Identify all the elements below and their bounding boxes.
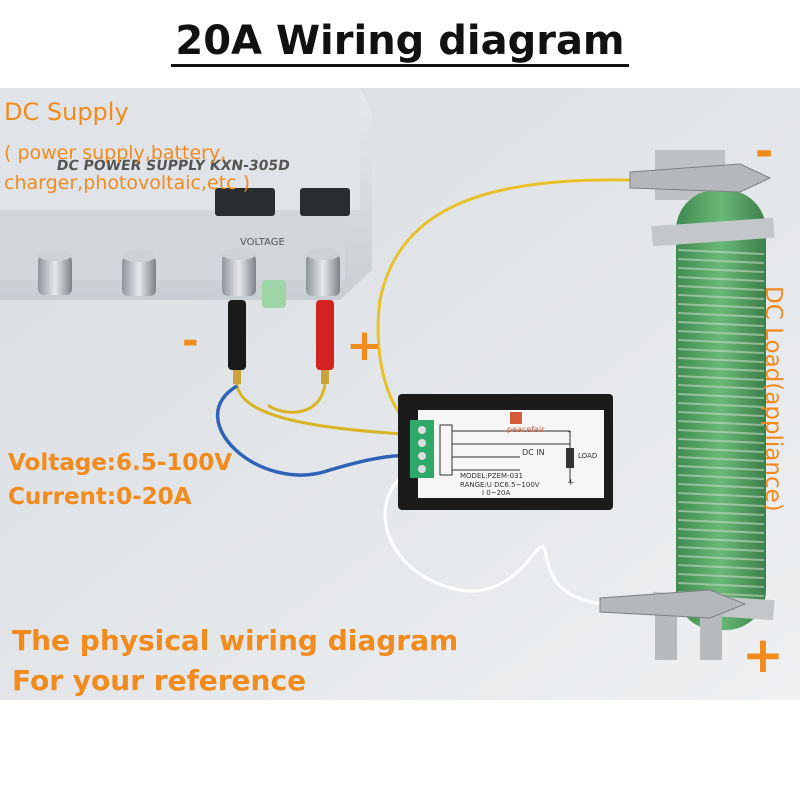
resistor-coil-turn	[677, 411, 765, 417]
supply-minus-sign: -	[182, 318, 199, 364]
meter-load-label: LOAD	[578, 452, 598, 460]
resistor-coil-turn	[677, 546, 765, 552]
resistor-coil-turn	[677, 447, 765, 453]
meter-minus-sign: -	[568, 427, 572, 437]
resistor-coil-turn	[677, 285, 765, 291]
resistor-coil-turn	[677, 258, 765, 264]
supply-knob	[306, 248, 340, 296]
load-minus-sign: -	[755, 126, 774, 177]
resistor-coil-turn	[677, 339, 765, 345]
resistor-coil-turn	[677, 375, 765, 381]
meter-range-u: RANGE:U DC6.5~100V	[460, 481, 540, 489]
resistor-coil-turn	[677, 330, 765, 336]
resistor-coil-turn	[677, 555, 765, 561]
meter-model: MODEL:PZEM-031	[460, 472, 523, 480]
current-spec: Current:0-20A	[8, 484, 192, 510]
top-alligator-clip	[629, 163, 772, 193]
resistor-coil-turn	[677, 492, 765, 498]
red-banana-plug	[316, 300, 334, 384]
resistor-coil-turn	[677, 321, 765, 327]
resistor-coil-turn	[677, 510, 765, 516]
supply-voltage-knob-label: VOLTAGE	[240, 237, 285, 248]
meter-brand: peacefair	[507, 425, 545, 434]
supply-knob	[38, 249, 72, 295]
meter-range-i: I 0~20A	[482, 489, 511, 497]
resistor-coil-turn	[677, 465, 765, 471]
resistor-coil-turn	[677, 528, 765, 534]
resistor-coil-turn	[677, 564, 765, 570]
resistor-coil-turn	[677, 357, 765, 363]
meter-dc-in-label: DC IN	[522, 448, 545, 457]
resistor-coil-turn	[677, 582, 765, 588]
supply-device-label: DC POWER SUPPLY KXN-305D	[56, 158, 291, 174]
dc-power-supply: DC POWER SUPPLY KXN-305D VOLTAGE	[0, 88, 372, 384]
resistor-coil-turn	[677, 456, 765, 462]
dc-load-label: DC Load(appliance)	[760, 286, 786, 512]
resistor-coil-turn	[677, 474, 765, 480]
supply-knob	[222, 248, 256, 296]
supply-ground-terminal	[262, 280, 286, 308]
power-meter	[398, 394, 613, 510]
resistor-coil-turn	[677, 519, 765, 525]
resistor-coil-turn	[677, 402, 765, 408]
resistor-coil-turn	[677, 294, 765, 300]
page-title: 20A Wiring diagram	[0, 18, 800, 67]
resistor-coil-turn	[677, 438, 765, 444]
footer-line-2: For your reference	[12, 664, 307, 697]
resistor-coil-turn	[677, 303, 765, 309]
load-plus-sign: +	[742, 626, 784, 684]
resistor-coil-turn	[677, 429, 765, 435]
meter-plus-sign: +	[567, 478, 575, 488]
resistor-coil-turn	[677, 483, 765, 489]
resistor-coil-turn	[677, 573, 765, 579]
bottom-alligator-clip	[599, 589, 747, 619]
white-wire	[383, 463, 611, 607]
resistor-coil-turn	[677, 276, 765, 282]
resistor-coil-turn	[677, 393, 765, 399]
resistor-load	[599, 150, 775, 660]
resistor-coil-turn	[677, 420, 765, 426]
dc-supply-label: DC Supply	[4, 98, 129, 126]
resistor-coil-turn	[677, 312, 765, 318]
resistor-coil-turn	[677, 501, 765, 507]
yellow-wire-load	[376, 178, 631, 432]
footer-line-1: The physical wiring diagram	[12, 624, 459, 657]
supply-knob	[122, 250, 156, 296]
resistor-coil-turn	[677, 267, 765, 273]
resistor-coil-turn	[677, 366, 765, 372]
page-title-text: 20A Wiring diagram	[171, 18, 629, 67]
voltage-spec: Voltage:6.5-100V	[8, 450, 233, 476]
resistor-coil-turn	[677, 348, 765, 354]
resistor-coil-turn	[677, 537, 765, 543]
yellow-wire-supply	[235, 383, 421, 437]
blue-wire	[215, 384, 421, 477]
resistor-coil-turn	[677, 384, 765, 390]
resistor-coil-turn	[677, 249, 765, 255]
dc-supply-examples: ( power supply,battery, charger,photovol…	[4, 142, 251, 194]
black-banana-plug	[228, 300, 246, 384]
supply-plus-sign: +	[346, 320, 383, 371]
